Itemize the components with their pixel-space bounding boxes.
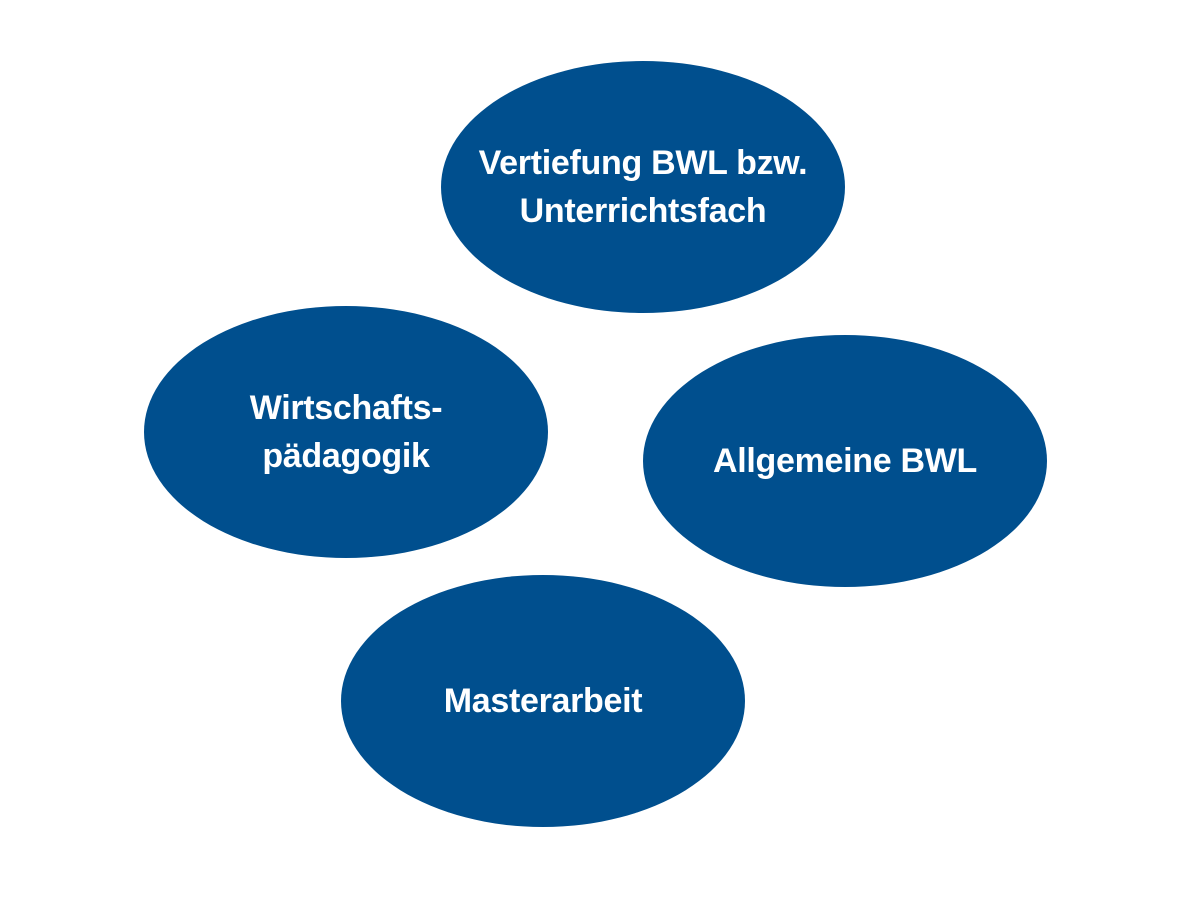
module-label-wirtschaftspaedagogik: Wirtschafts- pädagogik <box>249 389 443 475</box>
module-ellipse-vertiefung: Vertiefung BWL bzw. Unterrichtsfach <box>441 61 845 313</box>
module-label-allgemeine-bwl: Allgemeine BWL <box>712 442 978 480</box>
module-ellipse-allgemeine-bwl: Allgemeine BWL <box>643 335 1047 587</box>
module-ellipse-wirtschaftspaedagogik: Wirtschafts- pädagogik <box>144 306 548 558</box>
module-label-masterarbeit: Masterarbeit <box>443 682 643 720</box>
module-ellipse-masterarbeit: Masterarbeit <box>341 575 745 827</box>
module-label-vertiefung: Vertiefung BWL bzw. Unterrichtsfach <box>478 144 808 230</box>
